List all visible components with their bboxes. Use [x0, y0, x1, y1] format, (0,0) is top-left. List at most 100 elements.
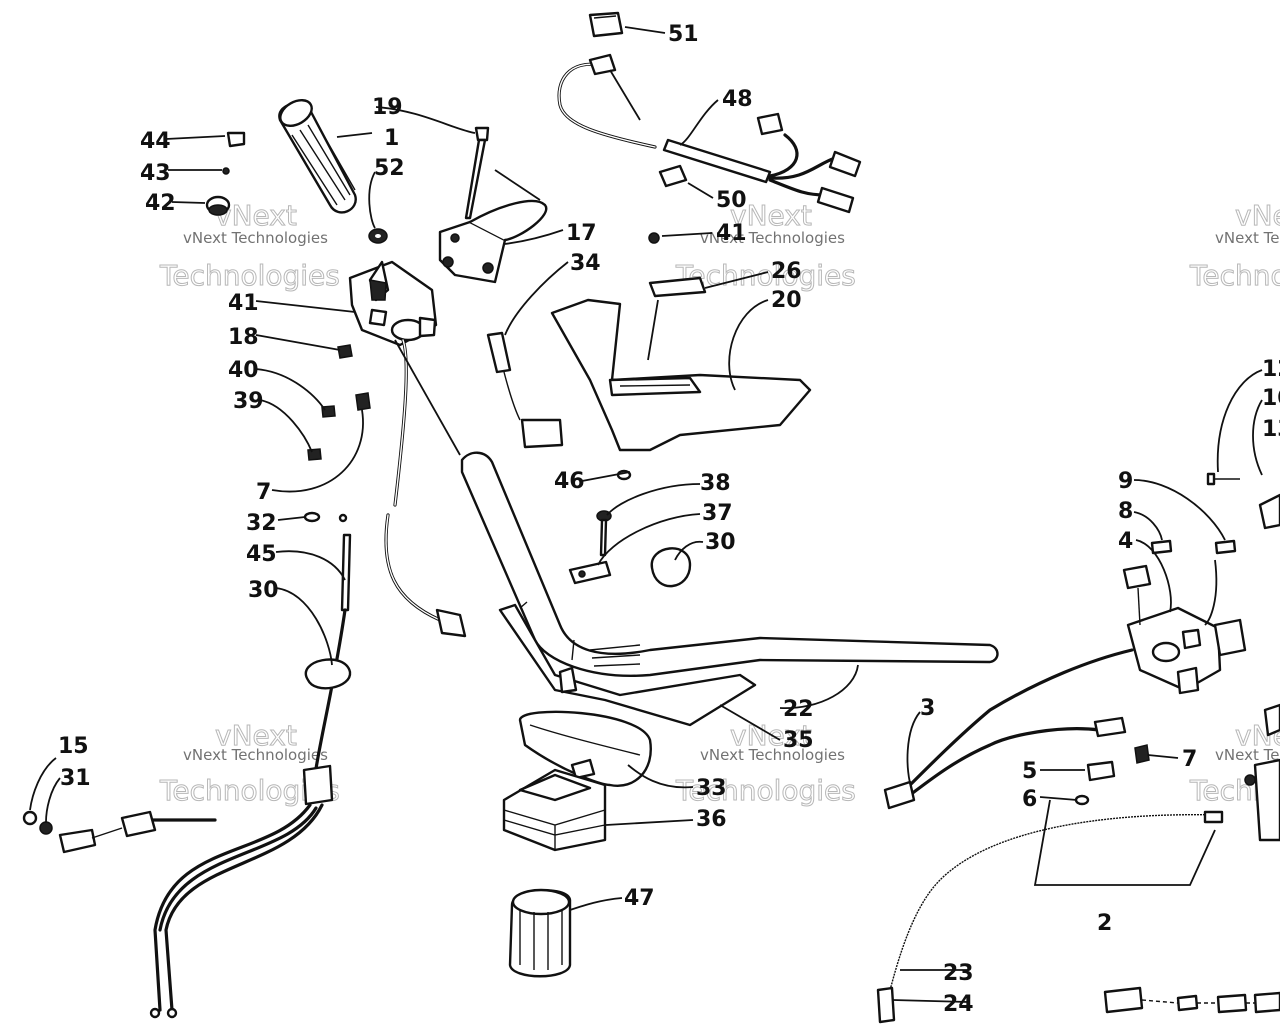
part-43-screw [222, 167, 230, 175]
callout-38: 38 [700, 471, 731, 496]
callout-15: 15 [58, 734, 89, 759]
callout-12: 12 [1262, 357, 1280, 382]
part-20-cover [550, 298, 812, 452]
watermark-text: vNext Technologies [183, 746, 328, 764]
callout-9: 9 [1118, 469, 1133, 494]
callout-48: 48 [722, 87, 753, 112]
callout-2: 2 [1097, 911, 1112, 936]
callout-6: 6 [1022, 787, 1037, 812]
part-30-clamp-center [650, 547, 692, 588]
part-9-pad [1214, 539, 1237, 555]
part-7-screw-right [1134, 744, 1150, 764]
watermark-big: vNext [215, 719, 297, 752]
part-18-nut [337, 344, 353, 359]
part-37-clamp [568, 560, 612, 585]
part-48-wiring-harness [494, 53, 862, 214]
callout-17: 17 [566, 221, 597, 246]
callout-13: 13 [1262, 417, 1280, 442]
callout-37: 37 [702, 501, 733, 526]
watermark-text: vNext Technologies [1215, 746, 1280, 764]
watermark-text: vNext Technologies [700, 229, 845, 247]
part-32-clip [303, 511, 348, 523]
callout-26: 26 [771, 259, 802, 284]
callout-24: 24 [943, 992, 974, 1017]
part-38-bolt [596, 510, 612, 557]
callout-31: 31 [60, 766, 91, 791]
part-31-washer [39, 821, 53, 835]
part-4-switch-housing [1122, 564, 1222, 695]
callout-30: 30 [248, 578, 279, 603]
callout-30: 30 [705, 530, 736, 555]
part-40-nut [321, 405, 336, 418]
watermark-big: vNext [1235, 199, 1280, 232]
part-3-harness [883, 648, 1134, 810]
callout-47: 47 [624, 886, 655, 911]
callout-50: 50 [716, 188, 747, 213]
leader-lines [29, 26, 1263, 1003]
callout-33: 33 [696, 776, 727, 801]
part-33-strap [518, 710, 652, 787]
callout-41: 41 [228, 291, 259, 316]
part-2-cable [876, 799, 1224, 1024]
callout-8: 8 [1118, 499, 1133, 524]
callout-34: 34 [570, 251, 601, 276]
callout-5: 5 [1022, 759, 1037, 784]
part-51-pad [588, 11, 624, 38]
part-cable-bundle [58, 764, 334, 1019]
part-1-grip [278, 99, 357, 214]
part-42-cap [205, 195, 231, 216]
callout-42: 42 [145, 191, 176, 216]
part-44-clip [226, 131, 246, 148]
part-5-clip [1086, 760, 1116, 782]
part-34-kill-switch [486, 331, 564, 449]
part-41-screw-center [648, 232, 660, 244]
callout-20: 20 [771, 288, 802, 313]
callout-51: 51 [668, 22, 699, 47]
callout-32: 32 [246, 511, 277, 536]
part-52-washer [368, 228, 388, 244]
callout-labels: 51 48 19 1 52 44 43 42 17 50 41 26 20 34… [58, 22, 1280, 1017]
watermark-text: vNext Technologies [700, 746, 845, 764]
callout-3: 3 [920, 696, 935, 721]
callout-19: 19 [372, 95, 403, 120]
callout-7: 7 [1182, 747, 1197, 772]
callout-45: 45 [246, 542, 277, 567]
watermark-text: vNext Technologies [183, 229, 328, 247]
part-throttle-right [1213, 493, 1280, 842]
callout-1: 1 [384, 126, 399, 151]
watermark-big: Technologies [1189, 259, 1280, 292]
watermark-text: vNext Technologies [1215, 229, 1280, 247]
part-8-pad [1150, 539, 1173, 555]
watermark-big: Technologies [675, 259, 856, 292]
callout-36: 36 [696, 807, 727, 832]
part-50-connector [658, 164, 688, 188]
watermark-big: vNext [730, 199, 812, 232]
part-26-pad [648, 276, 707, 298]
part-30-clamp-left [304, 658, 352, 690]
part-19-bolt [464, 126, 490, 220]
callout-40: 40 [228, 358, 259, 383]
callout-4: 4 [1118, 529, 1133, 554]
part-41-switch-housing [348, 260, 438, 347]
callout-7: 7 [256, 480, 271, 505]
part-7-screw-left [355, 392, 371, 411]
part-connectors-bottom-right [1103, 986, 1280, 1014]
part-36-box [502, 768, 607, 852]
part-22-handlebar [394, 339, 999, 677]
callout-22: 22 [783, 697, 814, 722]
part-6-washer [1074, 794, 1090, 806]
part-35-bracket [498, 601, 757, 727]
part-17-bracket [438, 199, 548, 284]
part-39-nut [307, 448, 322, 461]
callout-43: 43 [140, 161, 171, 186]
callout-18: 18 [228, 325, 259, 350]
part-47-cup [508, 888, 572, 978]
callout-46: 46 [554, 469, 585, 494]
callout-10: 10 [1262, 386, 1280, 411]
callout-23: 23 [943, 961, 974, 986]
watermark-big: Technologies [675, 774, 856, 807]
callout-35: 35 [783, 728, 814, 753]
part-12-bolt [1206, 472, 1240, 486]
watermark-big: Technologies [159, 259, 340, 292]
